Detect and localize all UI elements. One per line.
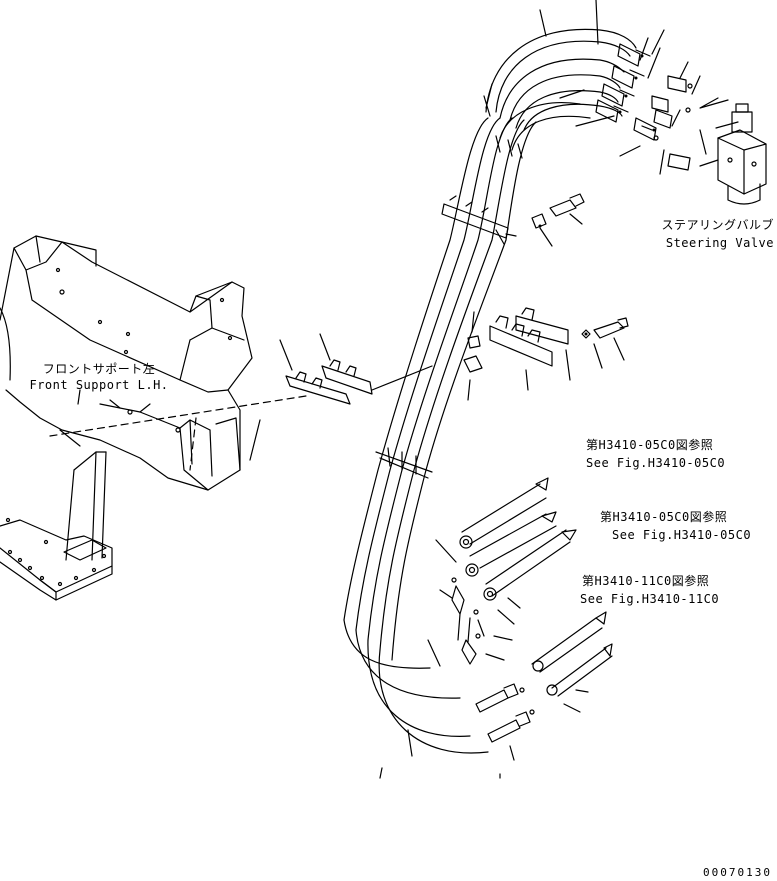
reference-1-label-jp: 第H3410-05C0図参照 <box>586 438 714 452</box>
reference-2-label-en: See Fig.H3410-05C0 <box>612 528 752 542</box>
hose-clamp-lower <box>249 333 433 461</box>
reference-3-label-en: See Fig.H3410-11C0 <box>580 592 720 606</box>
reference-2-label-jp: 第H3410-05C0図参照 <box>600 510 728 524</box>
front-support-label-en: Front Support L.H. <box>29 378 169 392</box>
hose-clamp-middle <box>463 307 629 401</box>
hose-clamp-upper <box>441 193 585 247</box>
hose-upper-bends <box>483 0 739 175</box>
front-support-label-jp: フロントサポート左 <box>42 362 156 376</box>
reference-3-label-jp: 第H3410-11C0図参照 <box>582 574 710 588</box>
front-support-frame <box>0 235 253 601</box>
steering-valve-label-en: Steering Valve <box>665 236 774 250</box>
steering-valve-label-jp: ステアリングバルブ <box>661 218 774 232</box>
lower-hose-fittings <box>343 477 613 779</box>
dashed-connectors <box>49 395 307 471</box>
steering-valve <box>699 103 767 205</box>
drawing-number: 00070130 <box>703 866 772 879</box>
hardware-dots <box>538 54 656 336</box>
reference-1-label-en: See Fig.H3410-05C0 <box>586 456 726 470</box>
hose-bundle <box>343 117 537 661</box>
